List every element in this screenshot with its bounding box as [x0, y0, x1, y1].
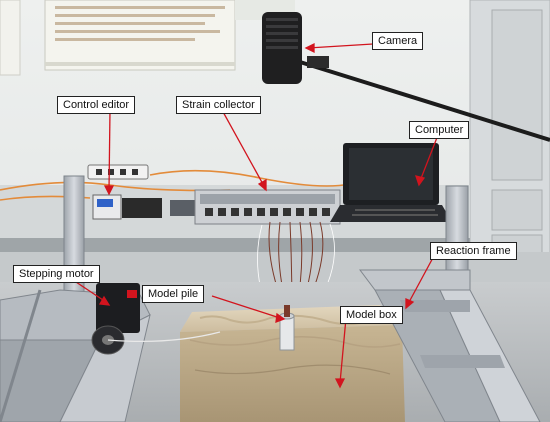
- wall-poster-left: [0, 0, 21, 76]
- reaction-frame-right: [359, 185, 541, 422]
- label-model-pile: Model pile: [142, 285, 205, 303]
- camera-device: [262, 12, 550, 142]
- power-strip: [87, 164, 149, 180]
- wall-poster: [44, 0, 295, 71]
- label-stepping-motor: Stepping motor: [13, 265, 100, 283]
- label-reaction-frame: Reaction frame: [430, 242, 517, 260]
- laptop-computer: [330, 143, 452, 222]
- tray: [170, 200, 200, 216]
- model-pile: [279, 305, 295, 351]
- label-model-box: Model box: [340, 306, 403, 324]
- label-strain-collector: Strain collector: [176, 96, 261, 114]
- control-editor-device: [92, 194, 162, 220]
- annotation-arrows: [69, 42, 439, 389]
- label-computer: Computer: [409, 121, 470, 139]
- motor-cable: [107, 331, 221, 342]
- label-control-editor: Control editor: [57, 96, 136, 114]
- strain-collector-device: [194, 189, 341, 225]
- label-camera: Camera: [372, 32, 424, 50]
